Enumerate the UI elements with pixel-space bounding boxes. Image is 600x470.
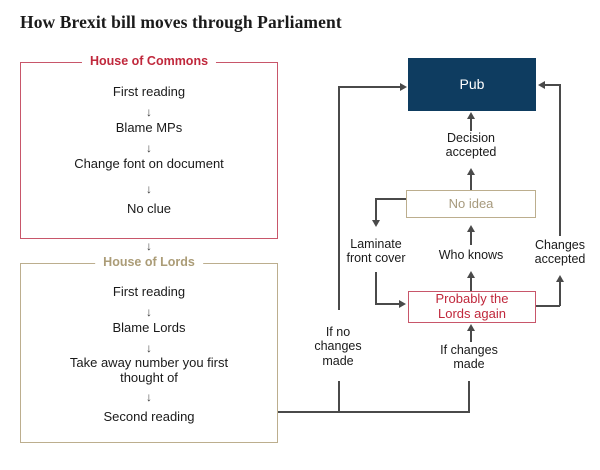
probably-the-lords-again-label: Probably the Lords again	[435, 291, 509, 321]
laminate-bottom-arrow-icon	[399, 299, 406, 308]
changes-accepted-to-pub-h	[545, 84, 560, 86]
if-no-changes-line-lower	[338, 381, 340, 413]
if-changes-made-label: If changes made	[440, 343, 498, 372]
noidea-to-pub-line-lower	[470, 175, 472, 190]
house-of-lords-panel: House of Lords First reading ↓ Blame Lor…	[20, 255, 278, 443]
commons-step-change-font: Change font on document	[74, 156, 224, 171]
lords-arrow-3-icon: ↓	[146, 390, 152, 404]
changes-accepted-label: Changes accepted	[534, 238, 586, 267]
whoknows-line-lower	[470, 278, 472, 291]
house-of-commons-panel: House of Commons First reading ↓ Blame M…	[20, 54, 278, 239]
if-changes-line-lower	[468, 381, 470, 412]
commons-arrow-2-icon: ↓	[146, 141, 152, 155]
no-idea-box-label: No idea	[448, 195, 494, 211]
changes-accepted-elbow-h	[536, 305, 560, 307]
commons-to-lords-arrow-icon: ↓	[146, 239, 152, 253]
changes-accepted-line-lower	[559, 282, 561, 306]
decision-accepted-arrow-upper-icon	[466, 112, 475, 119]
laminate-elbow-top-v	[375, 198, 377, 220]
if-changes-line-upper	[470, 331, 472, 342]
laminate-elbow-bottom-v	[375, 272, 377, 303]
laminate-elbow-bottom-h	[375, 303, 399, 305]
pub-box: Pub	[408, 58, 536, 111]
laminate-top-arrow-icon	[371, 220, 380, 227]
commons-step-blame-mps: Blame MPs	[115, 120, 183, 135]
changes-accepted-arrow-icon	[555, 275, 564, 282]
house-of-lords-legend: House of Lords	[95, 255, 203, 269]
commons-step-first-reading: First reading	[112, 84, 186, 99]
second-reading-bottom-h	[278, 411, 470, 413]
lords-step-take-away-number: Take away number you first thought of	[69, 355, 229, 385]
no-idea-box: No idea	[406, 190, 536, 218]
house-of-commons-legend: House of Commons	[81, 54, 217, 68]
laminate-front-cover-label: Laminate front cover	[346, 237, 406, 266]
whoknows-arrow-lower-icon	[466, 271, 475, 278]
lords-arrow-2-icon: ↓	[146, 341, 152, 355]
if-no-changes-to-pub-h	[338, 86, 400, 88]
if-no-changes-made-label: If no changes made	[314, 325, 362, 368]
changes-accepted-line-upper	[559, 84, 561, 236]
if-no-changes-line-upper	[338, 86, 340, 310]
if-changes-arrow-icon	[466, 324, 475, 331]
changes-accepted-to-pub-arrow-icon	[538, 80, 545, 89]
who-knows-label: Who knows	[438, 248, 504, 262]
laminate-elbow-top-h	[375, 198, 406, 200]
noidea-to-pub-arrow-lower-icon	[466, 168, 475, 175]
lords-step-first-reading: First reading	[112, 284, 186, 299]
whoknows-arrow-upper-icon	[466, 225, 475, 232]
commons-arrow-1-icon: ↓	[146, 105, 152, 119]
if-no-changes-to-pub-arrow-icon	[400, 82, 407, 91]
page-title: How Brexit bill moves through Parliament	[20, 12, 342, 32]
commons-arrow-3-icon: ↓	[146, 182, 152, 196]
commons-step-no-clue: No clue	[126, 201, 172, 216]
lords-arrow-1-icon: ↓	[146, 305, 152, 319]
pub-box-label: Pub	[459, 75, 485, 92]
whoknows-line-upper	[470, 232, 472, 245]
lords-step-blame-lords: Blame Lords	[112, 320, 186, 335]
lords-step-second-reading: Second reading	[103, 409, 195, 424]
probably-the-lords-again-box: Probably the Lords again	[408, 291, 536, 323]
decision-accepted-label: Decision accepted	[445, 131, 497, 160]
decision-accepted-line-upper	[470, 119, 472, 131]
